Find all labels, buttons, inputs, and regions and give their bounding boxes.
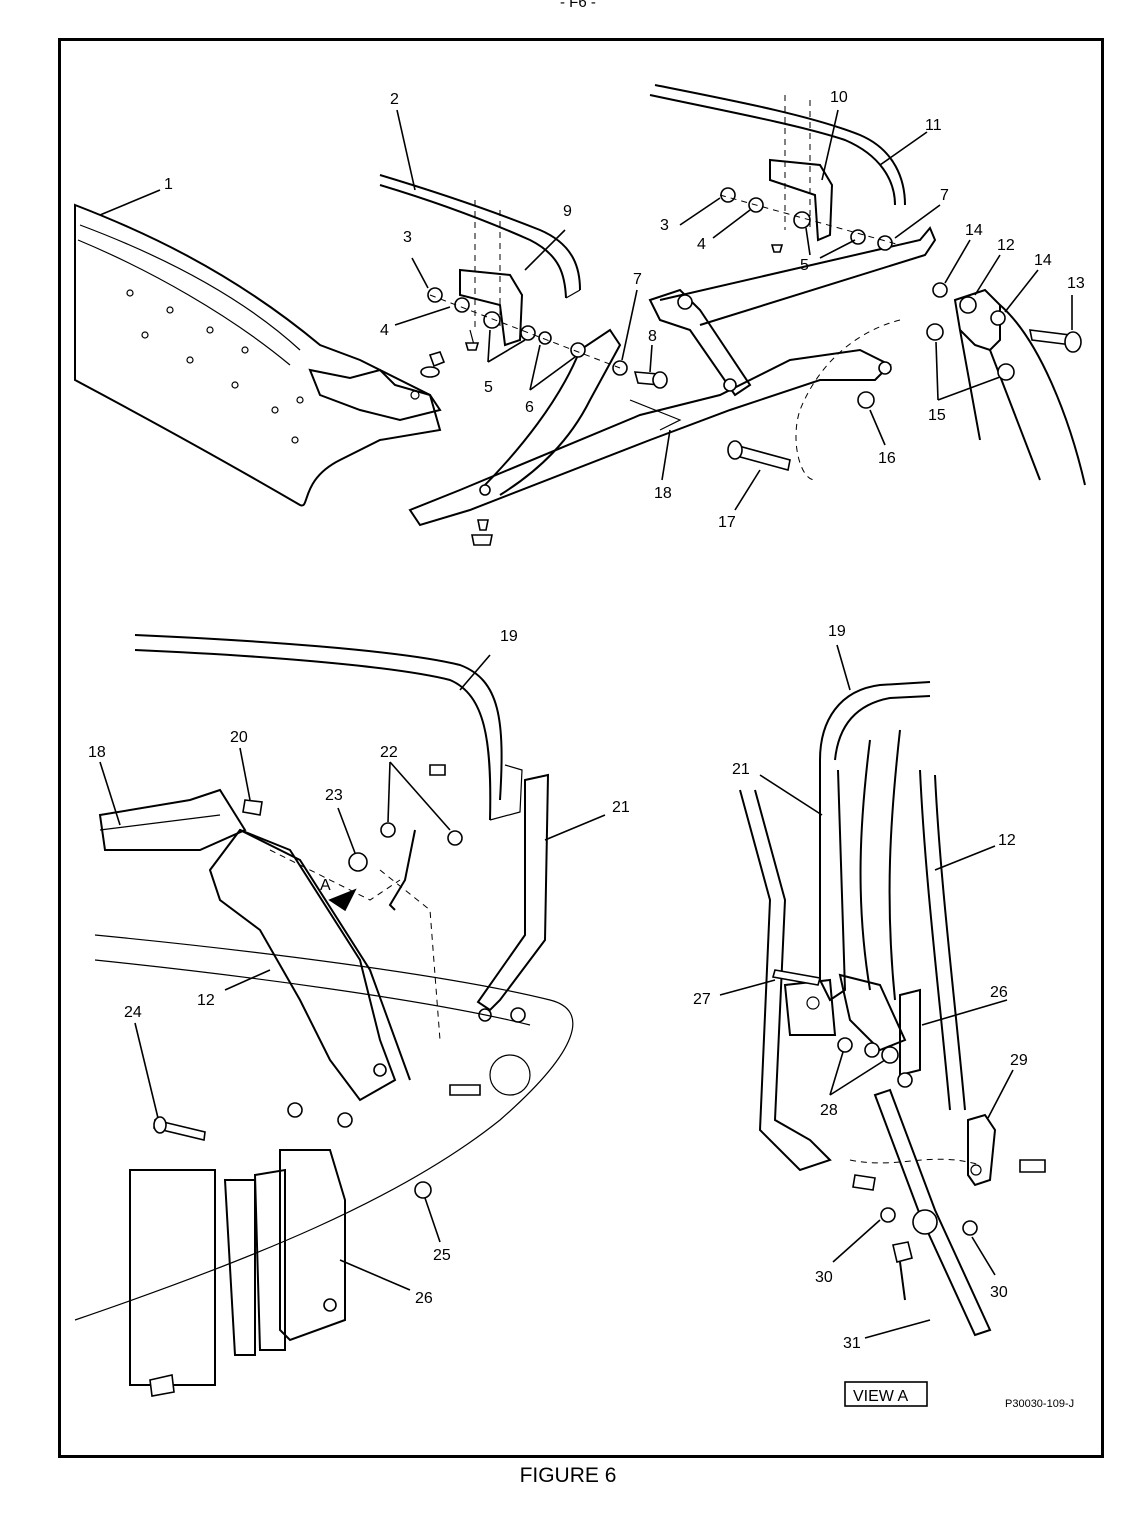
figure-frame — [58, 38, 1104, 1458]
callout-21b: 21 — [732, 761, 750, 778]
callout-14b: 14 — [1034, 252, 1052, 269]
callout-20: 20 — [230, 729, 248, 746]
callout-24: 24 — [124, 1004, 142, 1021]
callout-6: 6 — [525, 399, 534, 416]
callout-4b: 4 — [697, 236, 706, 253]
callout-17: 17 — [718, 514, 736, 531]
callout-7: 7 — [633, 271, 642, 288]
callout-19: 19 — [500, 628, 518, 645]
side-rail-linkage — [408, 226, 937, 527]
callout-5b: 5 — [800, 257, 809, 274]
bracket-right — [769, 158, 834, 242]
view-a-detail — [739, 681, 1046, 1337]
callout-16: 16 — [878, 450, 896, 467]
callout-23: 23 — [325, 787, 343, 804]
callout-9: 9 — [563, 203, 572, 220]
callout-12c: 12 — [998, 832, 1016, 849]
weatherstrip-right — [649, 84, 906, 206]
fasteners-top — [420, 187, 1086, 546]
callout-2: 2 — [390, 91, 399, 108]
callout-31: 31 — [843, 1335, 861, 1352]
view-a-label: VIEW A — [853, 1388, 908, 1405]
callout-18b: 18 — [88, 744, 106, 761]
callout-labels: 1 2 3 4 5 6 9 7 8 10 11 3 4 5 7 14 12 14… — [88, 89, 1085, 1352]
callout-7b: 7 — [940, 187, 949, 204]
callout-21: 21 — [612, 799, 630, 816]
callout-30a: 30 — [815, 1269, 833, 1286]
callout-12a: 12 — [997, 237, 1015, 254]
callout-3b: 3 — [660, 217, 669, 234]
callout-19b: 19 — [828, 623, 846, 640]
weatherstrip-left — [379, 174, 581, 299]
callout-29: 29 — [1010, 1052, 1028, 1069]
callout-11: 11 — [925, 117, 942, 134]
page-header: - F6 - — [560, 0, 596, 11]
callout-10: 10 — [830, 89, 848, 106]
callout-27: 27 — [693, 991, 711, 1008]
view-a-box — [844, 1381, 928, 1407]
rear-side-assembly — [74, 634, 574, 1397]
callout-3: 3 — [403, 229, 412, 246]
callout-25: 25 — [433, 1247, 451, 1264]
callout-18: 18 — [654, 485, 672, 502]
figure-caption: FIGURE 6 — [519, 1464, 617, 1487]
callout-28: 28 — [820, 1102, 838, 1119]
bracket-left — [459, 268, 524, 347]
callout-26b: 26 — [990, 984, 1008, 1001]
reference-code: P30030-109-J — [1005, 1398, 1074, 1410]
callout-8: 8 — [648, 328, 657, 345]
callout-14a: 14 — [965, 222, 983, 239]
callout-5: 5 — [484, 379, 493, 396]
callout-12b: 12 — [197, 992, 215, 1009]
callout-26: 26 — [415, 1290, 433, 1307]
leader-lines — [99, 109, 1073, 1339]
callout-22: 22 — [380, 744, 398, 761]
callout-13: 13 — [1067, 275, 1085, 292]
view-arrow-label: A — [320, 877, 331, 894]
callout-4: 4 — [380, 322, 389, 339]
header-panel-assembly — [74, 203, 442, 507]
callout-30b: 30 — [990, 1284, 1008, 1301]
callout-15: 15 — [928, 407, 946, 424]
callout-1: 1 — [164, 176, 173, 193]
